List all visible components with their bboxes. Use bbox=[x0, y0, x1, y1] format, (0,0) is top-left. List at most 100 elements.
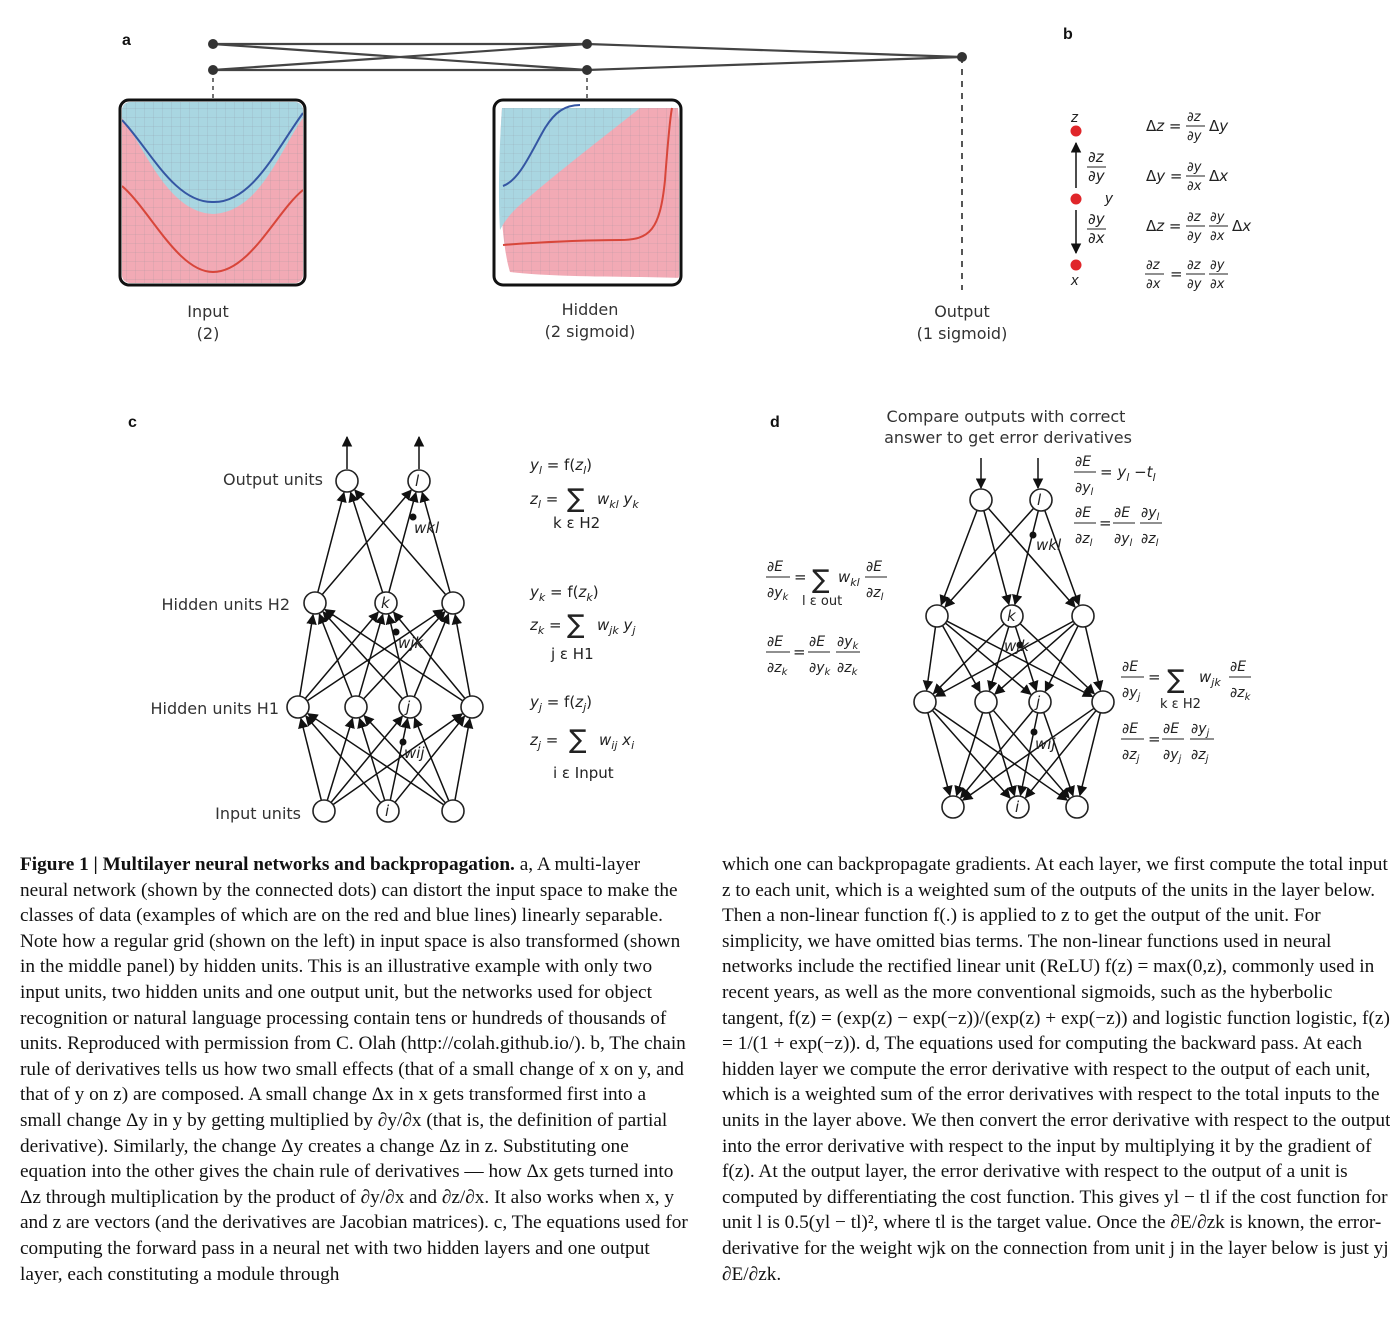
svg-text:∑: ∑ bbox=[812, 565, 830, 595]
network-edge bbox=[413, 717, 450, 802]
input-label: Input bbox=[187, 302, 228, 321]
hidden-space-plot bbox=[492, 98, 683, 287]
var-z-label: z bbox=[1070, 109, 1079, 126]
svg-text:∂zj: ∂zj bbox=[1191, 747, 1209, 765]
network-edge bbox=[354, 489, 447, 596]
output-sub-label: (1 sigmoid) bbox=[917, 324, 1008, 343]
network-edge bbox=[1019, 623, 1096, 695]
svg-text:∂yl: ∂yl bbox=[1075, 480, 1094, 498]
network-edge bbox=[306, 609, 444, 702]
c-sum-zj: i ε Input bbox=[553, 764, 614, 782]
svg-text:∂E: ∂E bbox=[1075, 454, 1091, 470]
hidden-sub-label: (2 sigmoid) bbox=[545, 322, 636, 341]
network-edge bbox=[307, 713, 445, 806]
network-edge bbox=[944, 507, 1035, 608]
svg-text:∂z: ∂z bbox=[1187, 258, 1202, 273]
network-edge bbox=[987, 626, 1010, 692]
network-edge bbox=[1017, 712, 1039, 797]
svg-text:∂yj: ∂yj bbox=[1122, 685, 1141, 703]
network-edge bbox=[994, 622, 1076, 695]
network-edge bbox=[305, 715, 382, 804]
svg-text:∂yj: ∂yj bbox=[1163, 747, 1182, 765]
network-edge bbox=[324, 609, 464, 702]
d-title-line-2: answer to get error derivatives bbox=[884, 428, 1132, 447]
svg-text:=: = bbox=[794, 568, 807, 586]
network-edge bbox=[933, 707, 1068, 801]
network-edge bbox=[330, 715, 404, 804]
network-edge bbox=[389, 717, 411, 801]
input-space-plot bbox=[118, 98, 307, 287]
d-sum-5: k ε H2 bbox=[1160, 697, 1201, 712]
svg-text:∑: ∑ bbox=[567, 484, 585, 514]
caption-left-column: Figure 1 | Multilayer neural networks an… bbox=[20, 852, 692, 1287]
svg-text:wkl yk: wkl yk bbox=[597, 490, 639, 511]
svg-text:Δy: Δy bbox=[1209, 117, 1229, 135]
var-x-label: x bbox=[1070, 272, 1079, 289]
network-edge bbox=[385, 613, 409, 697]
network-edge bbox=[419, 491, 451, 593]
svg-text:∂zl: ∂zl bbox=[1075, 531, 1093, 549]
svg-text:∂E: ∂E bbox=[1075, 505, 1091, 521]
network-edge bbox=[934, 620, 1074, 697]
network-edge bbox=[392, 611, 466, 700]
svg-text:∂y: ∂y bbox=[1187, 229, 1202, 244]
svg-text:∑: ∑ bbox=[567, 610, 585, 640]
network-edge bbox=[944, 622, 1032, 695]
network-edge bbox=[992, 709, 1070, 799]
network-edge bbox=[927, 712, 953, 797]
c-w-ij: wij bbox=[404, 744, 425, 762]
svg-text:∂zk: ∂zk bbox=[1230, 685, 1252, 703]
network-edge bbox=[987, 507, 1076, 608]
svg-text:∂z: ∂z bbox=[1187, 110, 1202, 125]
svg-text:∂z: ∂z bbox=[1088, 148, 1105, 166]
network-edge bbox=[358, 613, 386, 697]
network-edge bbox=[299, 613, 317, 697]
svg-text:∂y: ∂y bbox=[1187, 129, 1202, 144]
d-node-i: i bbox=[1015, 798, 1020, 816]
svg-text:∂x: ∂x bbox=[1210, 229, 1225, 244]
svg-text:wjk: wjk bbox=[1199, 668, 1221, 689]
svg-text:∂zl: ∂zl bbox=[866, 585, 884, 603]
panel-b-letter: b bbox=[1063, 26, 1073, 43]
svg-text:∂yl: ∂yl bbox=[1141, 505, 1160, 523]
svg-text:∂z: ∂z bbox=[1146, 258, 1161, 273]
c-w-kl: wkl bbox=[414, 519, 440, 537]
svg-text:∂yk: ∂yk bbox=[837, 634, 860, 652]
c-node-k: k bbox=[381, 594, 391, 612]
network-edge bbox=[317, 613, 353, 698]
panel-a-dots bbox=[208, 39, 967, 75]
svg-text:Δy =: Δy = bbox=[1146, 167, 1183, 185]
svg-text:∂E: ∂E bbox=[767, 634, 783, 650]
panel-d-letter: d bbox=[770, 414, 780, 431]
svg-text:∂x: ∂x bbox=[1187, 179, 1202, 194]
network-edge bbox=[988, 712, 1017, 797]
d-w-jk: wjk bbox=[1004, 637, 1030, 655]
network-edge bbox=[939, 510, 978, 606]
svg-text:=: = bbox=[793, 643, 806, 661]
d-title-line-1: Compare outputs with correct bbox=[887, 407, 1126, 426]
svg-text:∂yk: ∂yk bbox=[809, 660, 832, 678]
hidden-h2-label: Hidden units H2 bbox=[162, 595, 291, 614]
network-edge bbox=[1024, 710, 1097, 799]
panel-b: b z y x ∂z ∂y ∂y ∂x Δz = ∂z ∂y Δy Δy = ∂… bbox=[1063, 26, 1251, 292]
c-node-j: j bbox=[404, 698, 411, 716]
output-units-label: Output units bbox=[223, 470, 323, 489]
c-sum-zl: k ε H2 bbox=[553, 514, 600, 532]
svg-text:∂yk: ∂yk bbox=[767, 585, 790, 603]
svg-text:wkl: wkl bbox=[838, 568, 860, 589]
network-edge bbox=[959, 709, 1034, 799]
svg-text:∑: ∑ bbox=[569, 725, 587, 755]
svg-text:∂x: ∂x bbox=[1210, 277, 1225, 292]
network-edge bbox=[317, 491, 347, 593]
network-edge bbox=[1012, 510, 1040, 606]
network-edge bbox=[363, 715, 447, 804]
svg-text:= yl −tl: = yl −tl bbox=[1100, 463, 1156, 484]
svg-text:yk = f(zk): yk = f(zk) bbox=[529, 583, 599, 604]
network-edge bbox=[394, 715, 466, 803]
svg-text:wij xi: wij xi bbox=[599, 731, 634, 752]
svg-text:yl = f(zl): yl = f(zl) bbox=[529, 456, 592, 477]
svg-text:∂E: ∂E bbox=[809, 634, 825, 650]
z-dot bbox=[1070, 125, 1082, 137]
svg-text:Δz =: Δz = bbox=[1146, 217, 1181, 235]
network-edge bbox=[1044, 510, 1081, 606]
